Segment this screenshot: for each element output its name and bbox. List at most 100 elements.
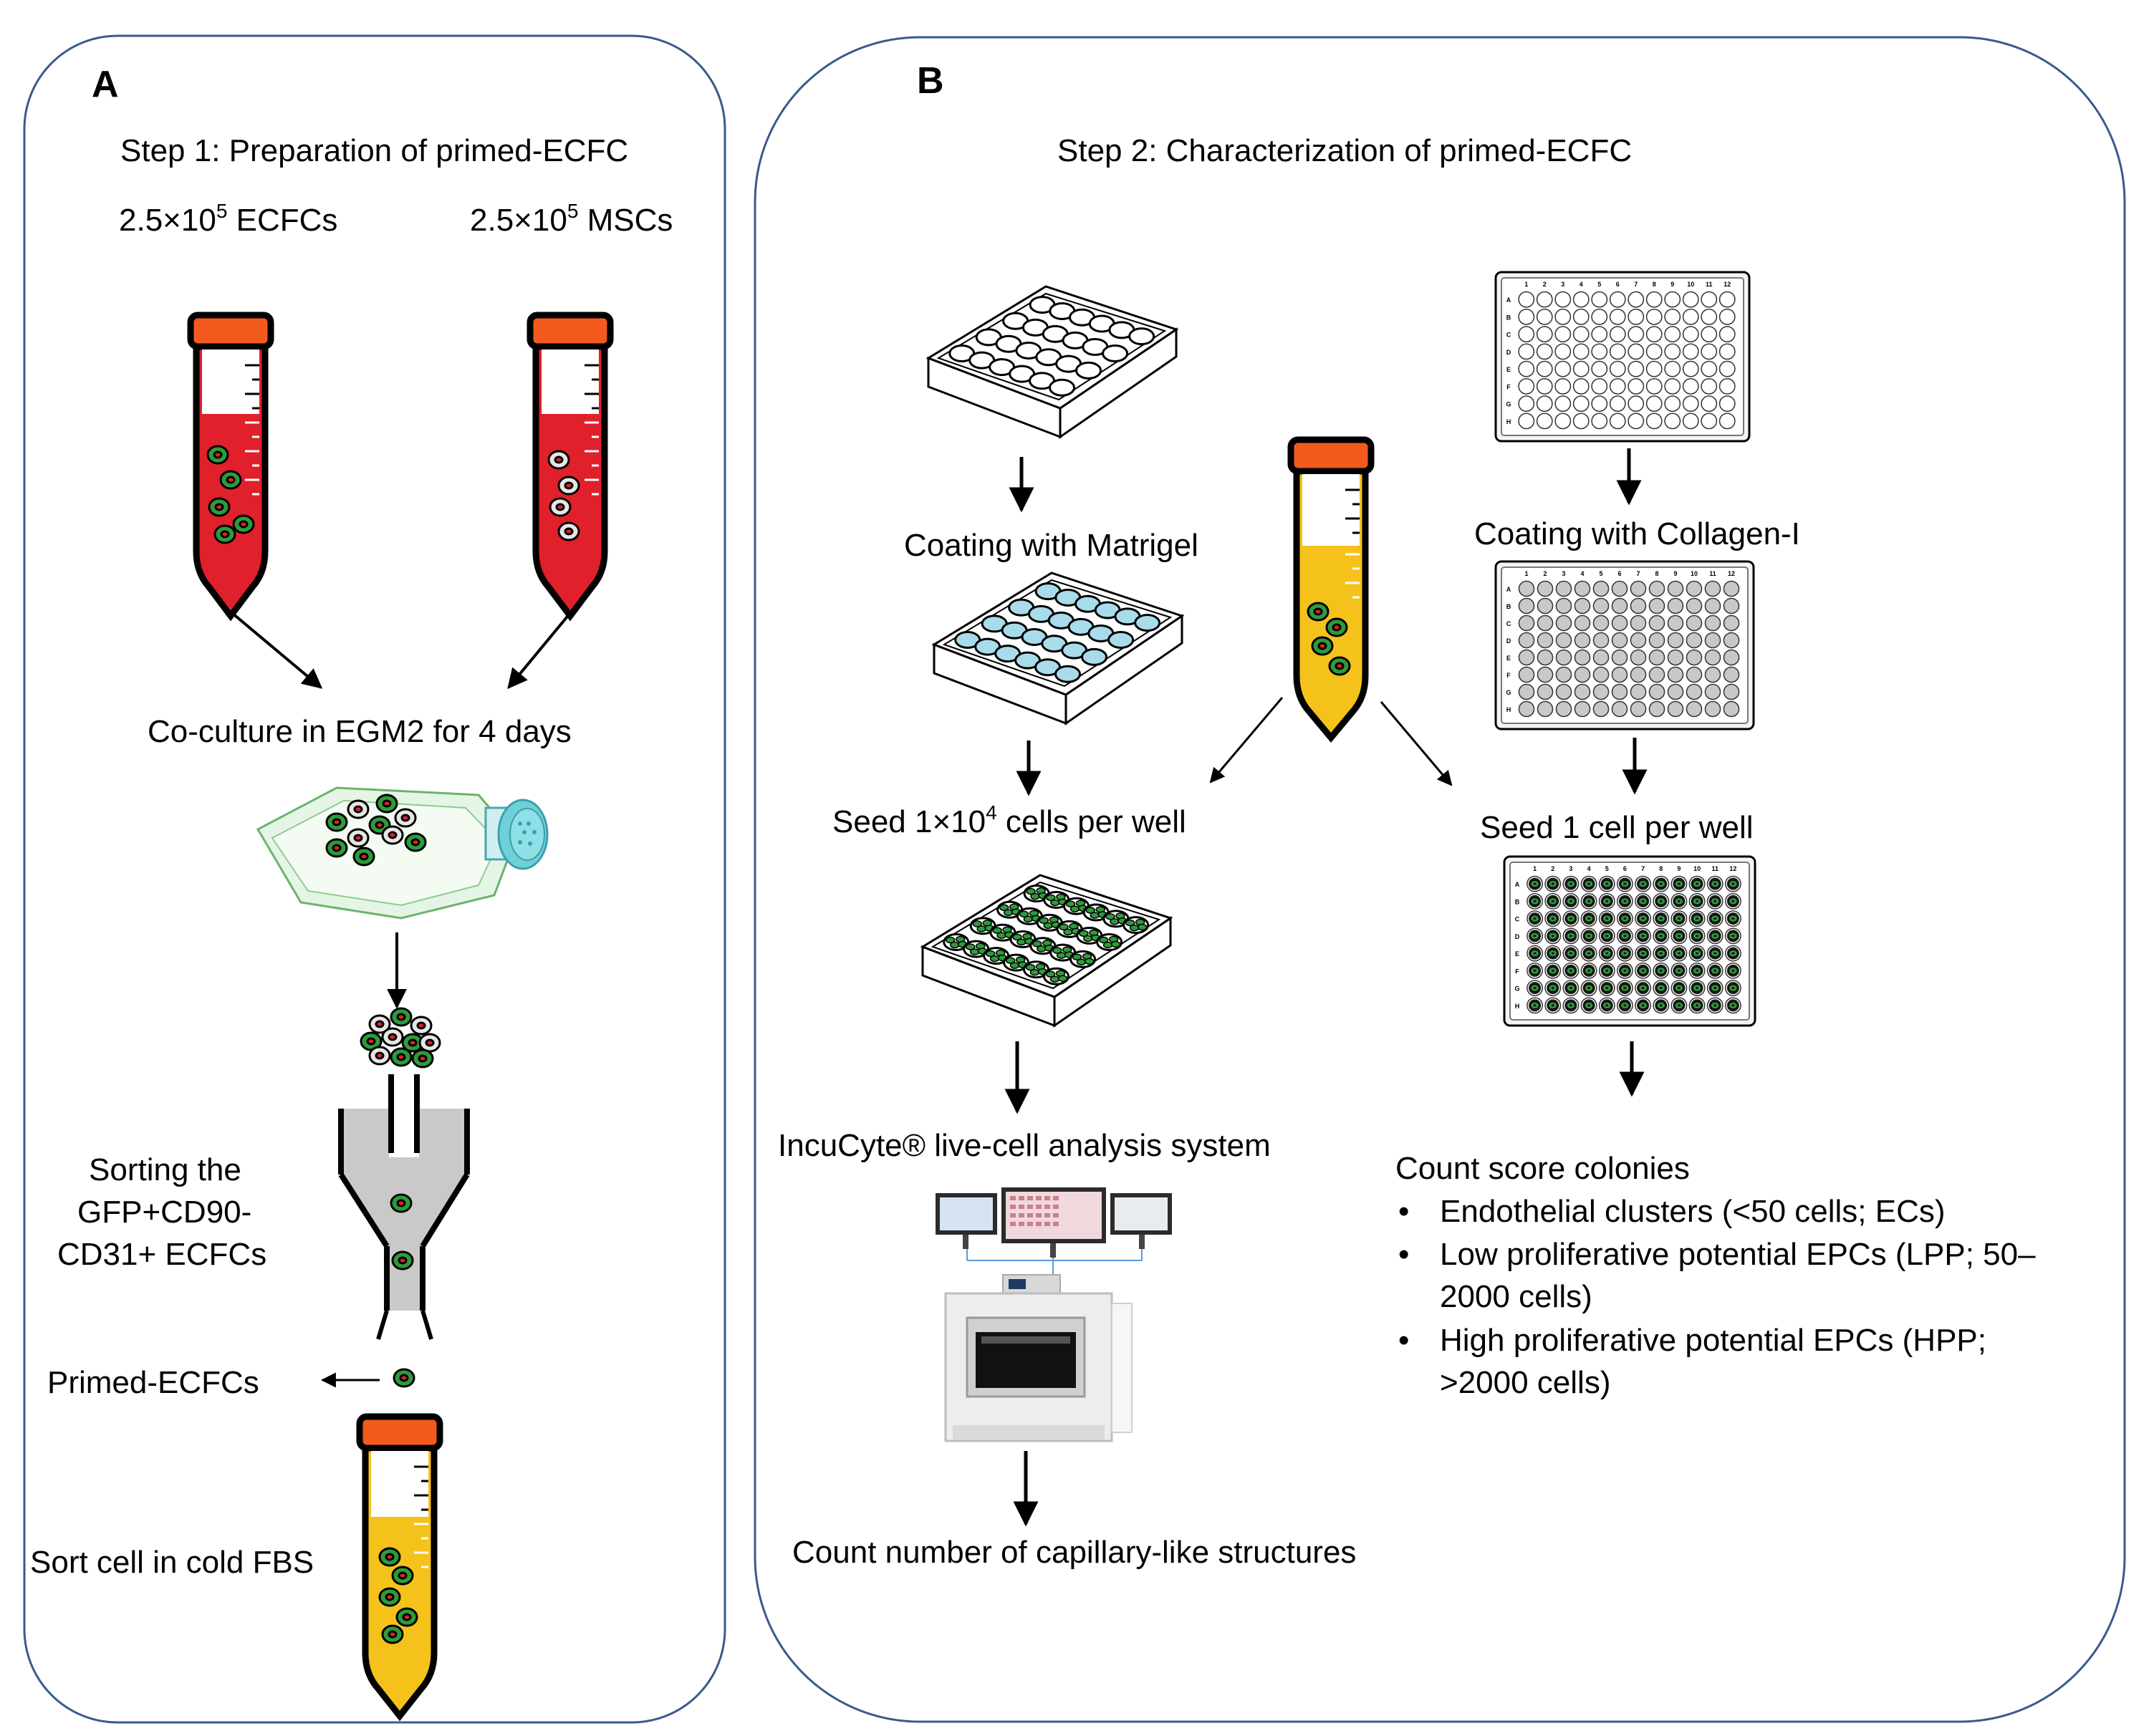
plate-row-label: G <box>1506 689 1511 696</box>
seeding-tube-icon <box>1287 436 1375 743</box>
plate-column-label: 4 <box>1580 570 1584 577</box>
sort-cold-fbs-label: Sort cell in cold FBS <box>30 1545 314 1580</box>
ecfc-tube-icon <box>187 312 274 622</box>
plate-row-label: D <box>1515 933 1520 940</box>
plate-row-label: C <box>1515 916 1520 923</box>
plate-column-label: 9 <box>1673 570 1677 577</box>
msc-tube-icon <box>527 312 614 622</box>
plate-column-label: 12 <box>1729 865 1736 872</box>
colony-bullet-list: • Endothelial clusters (<50 cells; ECs) … <box>1398 1194 2036 1400</box>
plate-column-label: 4 <box>1587 865 1591 872</box>
collagen-label: Coating with Collagen-I <box>1474 516 1800 551</box>
plate-column-label: 10 <box>1693 865 1701 872</box>
matrigel-label: Coating with Matrigel <box>904 528 1198 563</box>
plate-row-label: E <box>1506 655 1511 662</box>
plate-column-label: 1 <box>1524 281 1528 288</box>
cell-cluster-icon <box>360 1007 441 1069</box>
plate-row-label: C <box>1506 332 1511 339</box>
plate-row-label: F <box>1506 672 1511 679</box>
culture-flask-icon <box>256 786 549 920</box>
plate-column-label: 2 <box>1543 570 1547 577</box>
incucyte-label: IncuCyte® live-cell analysis system <box>778 1128 1271 1163</box>
plate-column-label: 10 <box>1687 281 1694 288</box>
seed-left-label: Seed 1×104 cells per well <box>832 801 1186 839</box>
plate-column-label: 12 <box>1723 281 1731 288</box>
bullet-lpp-line2: 2000 cells) <box>1440 1279 1592 1314</box>
primed-ecfc-label: Primed-ECFCs <box>47 1365 259 1400</box>
plate-column-label: 6 <box>1623 865 1627 872</box>
plate-column-label: 11 <box>1711 865 1718 872</box>
plate-row-label: F <box>1515 968 1519 975</box>
panel-a: A Step 1: Preparation of primed-ECFC 2.5… <box>23 34 726 1724</box>
plate-row-label: B <box>1506 603 1511 610</box>
plate-24-matrigel-icon <box>931 572 1185 725</box>
step1-title: Step 1: Preparation of primed-ECFC <box>120 133 628 168</box>
bullet-dot: • <box>1398 1237 1409 1272</box>
plate-column-label: 6 <box>1617 570 1621 577</box>
plate-column-label: 1 <box>1533 865 1537 872</box>
fbs-tube-icon <box>356 1413 443 1722</box>
plate-row-label: F <box>1506 383 1511 390</box>
sorting-label-line3: CD31+ ECFCs <box>57 1237 266 1272</box>
plate-column-label: 1 <box>1524 570 1528 577</box>
plate-row-label: E <box>1515 950 1519 958</box>
incucyte-system-icon <box>936 1187 1172 1442</box>
sorting-label-line1: Sorting the <box>89 1152 241 1187</box>
bullet-dot: • <box>1398 1323 1409 1358</box>
sorting-label-line2: GFP+CD90- <box>77 1195 251 1230</box>
plate-column-label: 3 <box>1569 865 1572 872</box>
plate-column-label: 7 <box>1636 570 1640 577</box>
arrow-ecfc-to-coculture <box>231 612 323 689</box>
plate-column-label: 6 <box>1616 281 1620 288</box>
plate-row-label: H <box>1515 1003 1520 1010</box>
arrow-msc-to-coculture <box>507 612 572 690</box>
primed-cell-icon <box>393 1368 415 1388</box>
plate-row-label: A <box>1506 586 1511 593</box>
plate-column-label: 9 <box>1677 865 1681 872</box>
plate-column-label: 7 <box>1634 281 1638 288</box>
plate-column-label: 9 <box>1670 281 1674 288</box>
plate-column-label: 12 <box>1728 570 1735 577</box>
plate-column-label: 5 <box>1597 281 1601 288</box>
plate-row-label: G <box>1506 401 1511 408</box>
plate-row-label: A <box>1506 296 1511 304</box>
arrow-tube-to-left-seed <box>1209 697 1284 783</box>
capillary-count-label: Count number of capillary-like structure… <box>792 1535 1356 1570</box>
seed-right-label: Seed 1 cell per well <box>1480 810 1754 845</box>
plate-column-label: 4 <box>1580 281 1583 288</box>
plate-column-label: 5 <box>1605 865 1609 872</box>
bullet-ec-line1: Endothelial clusters (<50 cells; ECs) <box>1440 1194 1946 1229</box>
plate-column-label: 8 <box>1655 570 1658 577</box>
panel-b-letter: B <box>917 60 944 102</box>
plate-column-label: 8 <box>1653 281 1656 288</box>
plate-row-label: E <box>1506 366 1511 373</box>
msc-count-label: 2.5×105 MSCs <box>470 200 673 238</box>
coculture-label: Co-culture in EGM2 for 4 days <box>148 714 572 749</box>
plate-column-label: 2 <box>1551 865 1554 872</box>
bullet-dot: • <box>1398 1194 1409 1229</box>
plate-row-label: H <box>1506 418 1511 425</box>
bullet-hpp-line1: High proliferative potential EPCs (HPP; <box>1440 1323 1986 1358</box>
cell-sorter-funnel-icon <box>338 1074 470 1340</box>
step2-title: Step 2: Characterization of primed-ECFC <box>1057 133 1632 168</box>
plate-row-label: D <box>1506 349 1511 356</box>
panel-b-border <box>754 36 2126 1723</box>
arrow-tube-to-right-seed <box>1380 701 1453 786</box>
plate-column-label: 3 <box>1562 570 1565 577</box>
plate-24-empty-icon <box>926 285 1179 439</box>
plate-column-label: 11 <box>1706 281 1713 288</box>
plate-column-label: 5 <box>1599 570 1602 577</box>
count-colonies-title: Count score colonies <box>1395 1151 1690 1186</box>
ecfc-count-label: 2.5×105 ECFCs <box>119 200 337 238</box>
panel-a-border <box>23 34 726 1724</box>
plate-row-label: C <box>1506 620 1511 627</box>
plate-column-label: 7 <box>1641 865 1645 872</box>
panel-b: B Step 2: Characterization of primed-ECF… <box>754 36 2126 1723</box>
plate-column-label: 3 <box>1561 281 1564 288</box>
plate-row-label: G <box>1514 985 1519 993</box>
plate-row-label: D <box>1506 637 1511 645</box>
